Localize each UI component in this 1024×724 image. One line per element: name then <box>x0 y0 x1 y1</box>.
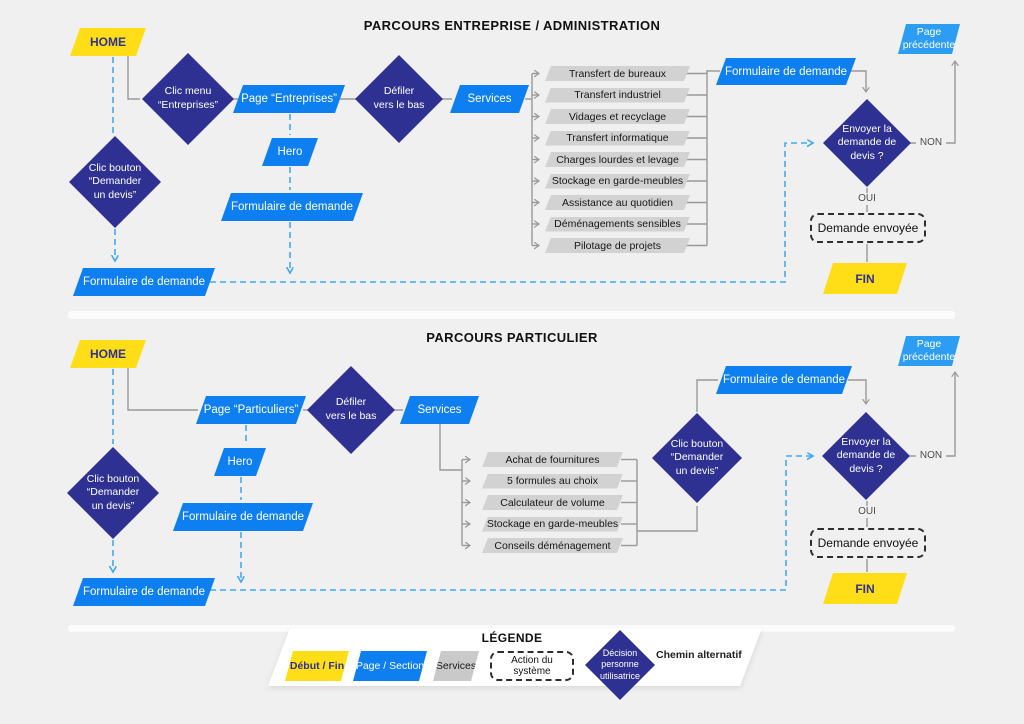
node-fin: FIN <box>823 263 907 294</box>
section-title-particulier: PARCOURS PARTICULIER <box>426 330 598 345</box>
service-item: Calculateur de volume <box>482 495 623 510</box>
node-home: HOME <box>70 28 146 56</box>
service-item: Charges lourdes et levage <box>545 152 690 167</box>
service-item: Vidages et recyclage <box>545 109 690 124</box>
branch-label-non: NON <box>916 137 946 149</box>
node-fin: FIN <box>823 573 907 604</box>
system-action-demande-envoyee: Demande envoyée <box>810 213 926 243</box>
service-item: Stockage en garde-meubles <box>545 174 690 189</box>
service-item: 5 formules au choix <box>482 474 623 489</box>
node-services: Services <box>450 85 529 113</box>
service-item: Déménagements sensibles <box>545 217 690 232</box>
legend-services: Services <box>433 651 479 681</box>
section-divider <box>68 311 955 319</box>
node-page-precedente: Page précédente <box>898 336 960 366</box>
node-formulaire-demande: Formulaire de demande <box>716 58 856 85</box>
node-home: HOME <box>70 340 146 368</box>
section-title-entreprise: PARCOURS ENTREPRISE / ADMINISTRATION <box>363 18 661 33</box>
node-formulaire-demande: Formulaire de demande <box>73 268 215 296</box>
node-formulaire-demande: Formulaire de demande <box>221 193 363 221</box>
service-item: Transfert industriel <box>545 88 690 103</box>
service-item: Achat de fournitures <box>482 452 623 467</box>
legend-action-systeme: Action du système <box>490 651 574 681</box>
node-services: Services <box>400 396 479 424</box>
node-formulaire-demande: Formulaire de demande <box>716 366 852 394</box>
node-formulaire-demande: Formulaire de demande <box>73 578 215 606</box>
service-item: Pilotage de projets <box>545 238 690 253</box>
legend-title: LÉGENDE <box>481 631 543 645</box>
legend-panel <box>268 628 762 686</box>
legend-chemin-alternatif: Chemin alternatif <box>656 649 742 661</box>
legend-band <box>268 628 762 686</box>
node-page-particuliers: Page “Particuliers” <box>196 396 306 424</box>
legend-debut-fin: Début / Fin <box>285 651 349 681</box>
system-action-demande-envoyee: Demande envoyée <box>810 528 926 558</box>
branch-label-oui: OUI <box>852 506 882 518</box>
node-formulaire-demande: Formulaire de demande <box>173 503 313 531</box>
service-item: Assistance au quotidien <box>545 195 690 210</box>
service-item: Transfert de bureaux <box>545 66 690 81</box>
service-item: Transfert informatique <box>545 131 690 146</box>
node-hero: Hero <box>262 138 318 166</box>
node-hero: Hero <box>214 448 266 476</box>
branch-label-oui: OUI <box>852 193 882 205</box>
legend-page-section: Page / Section <box>353 651 427 681</box>
branch-label-non: NON <box>916 450 946 462</box>
node-page-precedente: Page précédente <box>898 24 960 54</box>
node-page-entreprises: Page “Entreprises” <box>233 85 345 113</box>
service-item: Conseils déménagement <box>482 538 623 553</box>
service-item: Stockage en garde-meubles <box>482 517 623 532</box>
